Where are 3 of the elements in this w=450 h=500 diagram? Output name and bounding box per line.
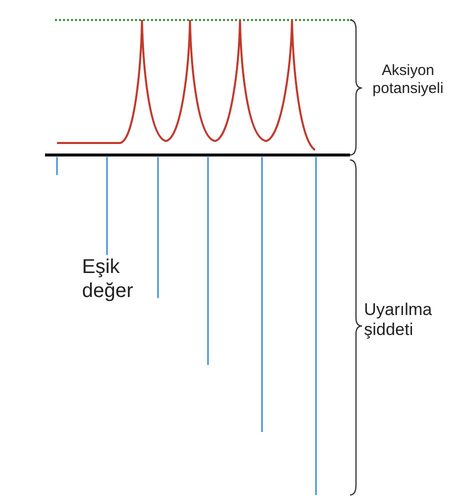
annotation-label: Eşik değer: [82, 255, 134, 303]
axis-label: Aksiyon potansiyeli: [372, 62, 444, 98]
axis-label: Uyarılma şiddeti: [364, 300, 434, 341]
